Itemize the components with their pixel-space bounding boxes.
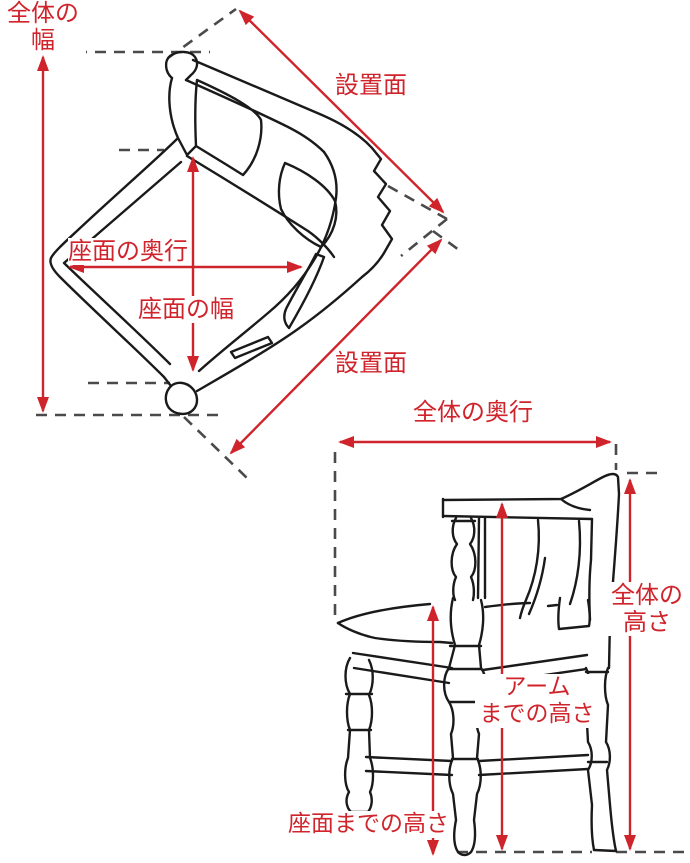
- seat-depth-label: 座面の奥行: [68, 237, 188, 265]
- side-view-center-leg-foot: [456, 850, 473, 857]
- dimension-arrows: [37, 9, 636, 856]
- overall-height-label-line1: 全体の: [611, 581, 683, 609]
- installation-surface-lower-dimension-arrow: [229, 238, 443, 455]
- overall-width-label-line2: 幅: [31, 26, 55, 54]
- arm-height-label: アーム までの高さ: [475, 674, 599, 728]
- side-view-left-leg-outer: [343, 656, 353, 814]
- guide-right-corner-b: [400, 217, 448, 258]
- guide-right-corner-a: [387, 184, 448, 221]
- side-view-right-block: [557, 596, 591, 631]
- seat-height-label: 座面までの高さ: [288, 811, 449, 838]
- side-view-stretcher-left-top: [364, 755, 454, 763]
- side-view-stretcher-right-top: [477, 753, 590, 763]
- side-view-stretcher-right-bottom: [477, 767, 590, 777]
- arm-height-label-line1: アーム: [503, 674, 571, 700]
- top-view-outer-left: [49, 76, 180, 388]
- seat-width-label: 座面の幅: [138, 295, 234, 323]
- side-view-right-leg-foot: [592, 848, 618, 853]
- overall-width-label: 全体の 幅: [0, 0, 86, 54]
- side-view-stretcher-left-bottom: [364, 769, 454, 777]
- overall-height-label-line2: 高さ: [623, 608, 671, 636]
- top-view-seat-corner: [176, 136, 198, 157]
- installation-surface-lower-label: 設置面: [335, 349, 407, 377]
- side-view-right-leg-right: [603, 666, 618, 853]
- side-view-arm-rail-bottom: [441, 514, 594, 521]
- top-view-rail-inner-upper: [184, 78, 326, 154]
- side-view-seat-front: [336, 621, 454, 645]
- installation-surface-upper-dimension-arrow: [238, 9, 445, 214]
- guide-top-diagonal: [167, 7, 237, 60]
- side-view-apron-left-bottom: [352, 666, 451, 685]
- side-view-seat-top-left: [336, 602, 432, 625]
- side-view-spindle-right-a: [468, 516, 477, 602]
- top-view-inner-left-rim: [62, 160, 183, 366]
- side-view-center-leg-left: [442, 596, 460, 854]
- side-view-apron-left-top: [351, 651, 454, 670]
- top-view-back-opening-1: [194, 78, 263, 177]
- side-view-apron-right-top: [481, 653, 589, 672]
- side-view-splat-right: [568, 519, 582, 606]
- side-view-left-leg-inner: [366, 658, 375, 814]
- top-view-back-knob: [164, 50, 199, 82]
- guide-right-corner-c: [432, 229, 460, 252]
- installation-surface-upper-label: 設置面: [335, 71, 407, 99]
- overall-depth-label: 全体の奥行: [413, 398, 533, 426]
- top-view-front-knob: [164, 381, 199, 416]
- overall-width-label-line1: 全体の: [7, 0, 79, 27]
- overall-height-label: 全体の 高さ: [607, 582, 687, 636]
- side-view-seat-top-right: [546, 603, 559, 608]
- side-view-spindle-left-a: [450, 516, 459, 602]
- side-view-splat-left: [518, 518, 541, 620]
- arm-height-label-line2: までの高さ: [479, 701, 595, 727]
- side-view-crest-under: [559, 497, 592, 512]
- side-view-thin-spindle-l: [476, 516, 481, 600]
- chair-side-view-drawing: [336, 472, 621, 857]
- guide-bottom-diagonal: [183, 416, 248, 479]
- side-view-arm-rail-top: [441, 472, 621, 670]
- side-view-splat-accent: [527, 556, 547, 616]
